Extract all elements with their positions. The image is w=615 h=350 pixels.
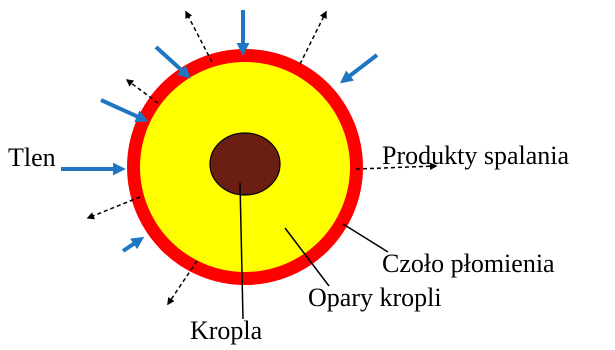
leader-lines	[239, 182, 389, 320]
label-flame-front: Czoło płomienia	[382, 249, 555, 278]
label-droplet: Kropla	[190, 316, 263, 345]
leader-droplet-vapor	[284, 227, 330, 287]
oxygen-arrow-lower-left	[121, 236, 145, 253]
product-arrow-top-right	[299, 10, 327, 65]
oxygen-arrow-upper-left	[154, 45, 191, 79]
label-droplet-vapor: Opary kropli	[308, 283, 442, 312]
droplet	[209, 132, 281, 196]
oxygen-arrows	[61, 10, 379, 253]
oxygen-arrow-upper-right	[339, 53, 379, 84]
product-arrow-bottom-left	[167, 260, 198, 306]
leader-droplet	[239, 182, 244, 320]
leader-flame-front	[342, 223, 389, 253]
product-arrow-top-left	[185, 10, 213, 63]
label-products: Produkty spalania	[382, 141, 569, 170]
product-arrows	[86, 10, 438, 306]
oxygen-arrow-left-upper	[100, 98, 149, 123]
label-oxygen: Tlen	[8, 143, 56, 172]
product-arrow-right	[355, 162, 438, 170]
product-arrow-left-bottom	[86, 196, 141, 220]
